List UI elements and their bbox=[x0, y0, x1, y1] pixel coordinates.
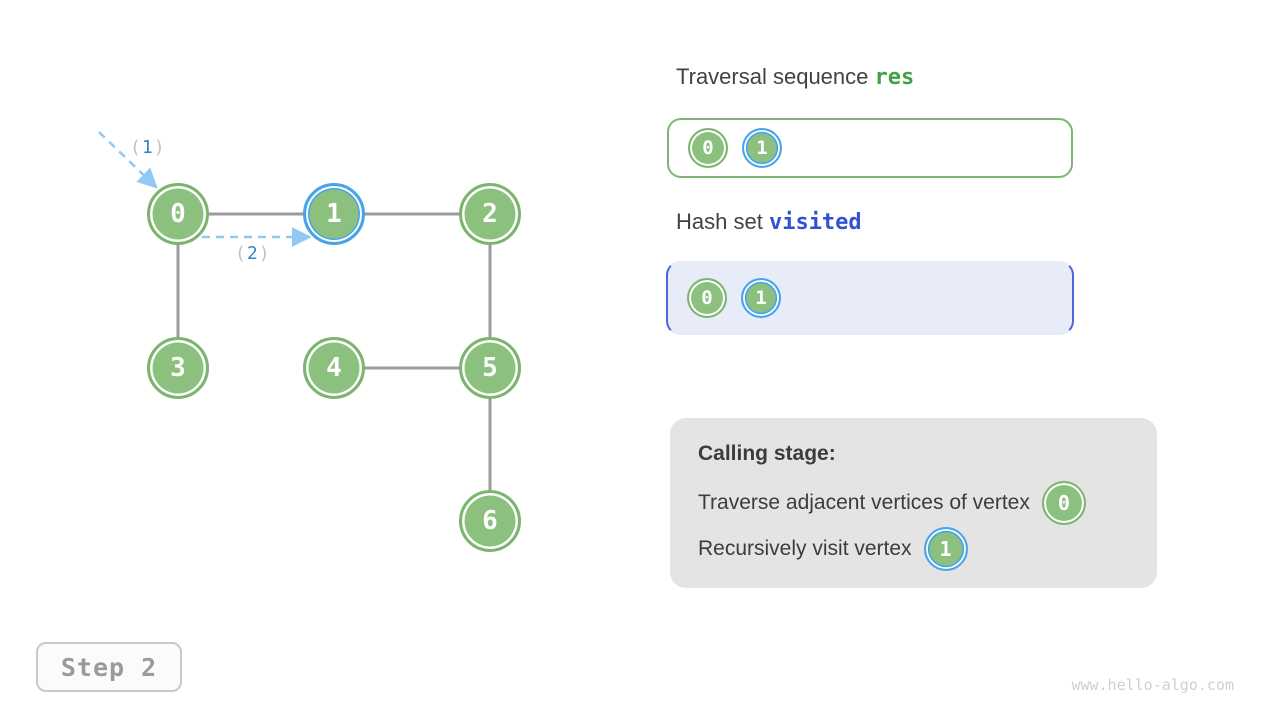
arrow-order-label-2: (2) bbox=[235, 243, 271, 264]
arrow-label-digit: 1 bbox=[141, 137, 154, 158]
vertex-chip-1: 1 bbox=[923, 527, 968, 571]
graph-vertex-0: 0 bbox=[147, 183, 209, 245]
arrow-label-digit: 2 bbox=[246, 243, 259, 264]
calling-stage-panel: Calling stage: Traverse adjacent vertice… bbox=[670, 418, 1157, 588]
res-title-text: Traversal sequence bbox=[676, 64, 869, 89]
calling-stage-line-2: Recursively visit vertex 1 bbox=[698, 526, 1137, 572]
calling-stage-text: Traverse adjacent vertices of vertex bbox=[698, 491, 1030, 514]
step-badge: Step 2 bbox=[36, 642, 182, 692]
graph-vertex-2: 2 bbox=[459, 183, 521, 245]
arrow-label-paren: ( bbox=[130, 137, 142, 158]
vertex-chip-1: 1 bbox=[741, 278, 781, 318]
res-panel-title: Traversal sequence res bbox=[676, 64, 914, 90]
vertex-chip-0: 0 bbox=[1041, 481, 1086, 525]
vertex-chip-1: 1 bbox=[742, 128, 782, 168]
visited-code-label: visited bbox=[768, 210, 862, 235]
arrow-order-label-1: (1) bbox=[130, 137, 166, 158]
dashed-arrows-group bbox=[98, 131, 312, 247]
graph-vertex-3: 3 bbox=[147, 337, 209, 399]
vertex-chip-0: 0 bbox=[688, 128, 728, 168]
vertex-chip-0: 0 bbox=[687, 278, 727, 318]
arrow-label-paren: ) bbox=[153, 137, 166, 158]
graph-vertex-5: 5 bbox=[459, 337, 521, 399]
calling-stage-heading: Calling stage: bbox=[698, 442, 836, 465]
visited-panel-title: Hash set visited bbox=[676, 209, 862, 235]
graph-vertex-4: 4 bbox=[303, 337, 365, 399]
arrow-label-paren: ) bbox=[258, 243, 271, 264]
arrow-label-paren: ( bbox=[235, 243, 247, 264]
graph-vertex-1: 1 bbox=[303, 183, 365, 245]
watermark: www.hello-algo.com bbox=[1071, 676, 1234, 694]
res-code-label: res bbox=[874, 65, 915, 90]
calling-stage-line-1: Traverse adjacent vertices of vertex 0 bbox=[698, 480, 1137, 526]
visited-title-text: Hash set bbox=[676, 209, 763, 234]
graph-edges-layer bbox=[98, 131, 492, 521]
graph-vertex-6: 6 bbox=[459, 490, 521, 552]
calling-stage-text: Recursively visit vertex bbox=[698, 537, 912, 560]
